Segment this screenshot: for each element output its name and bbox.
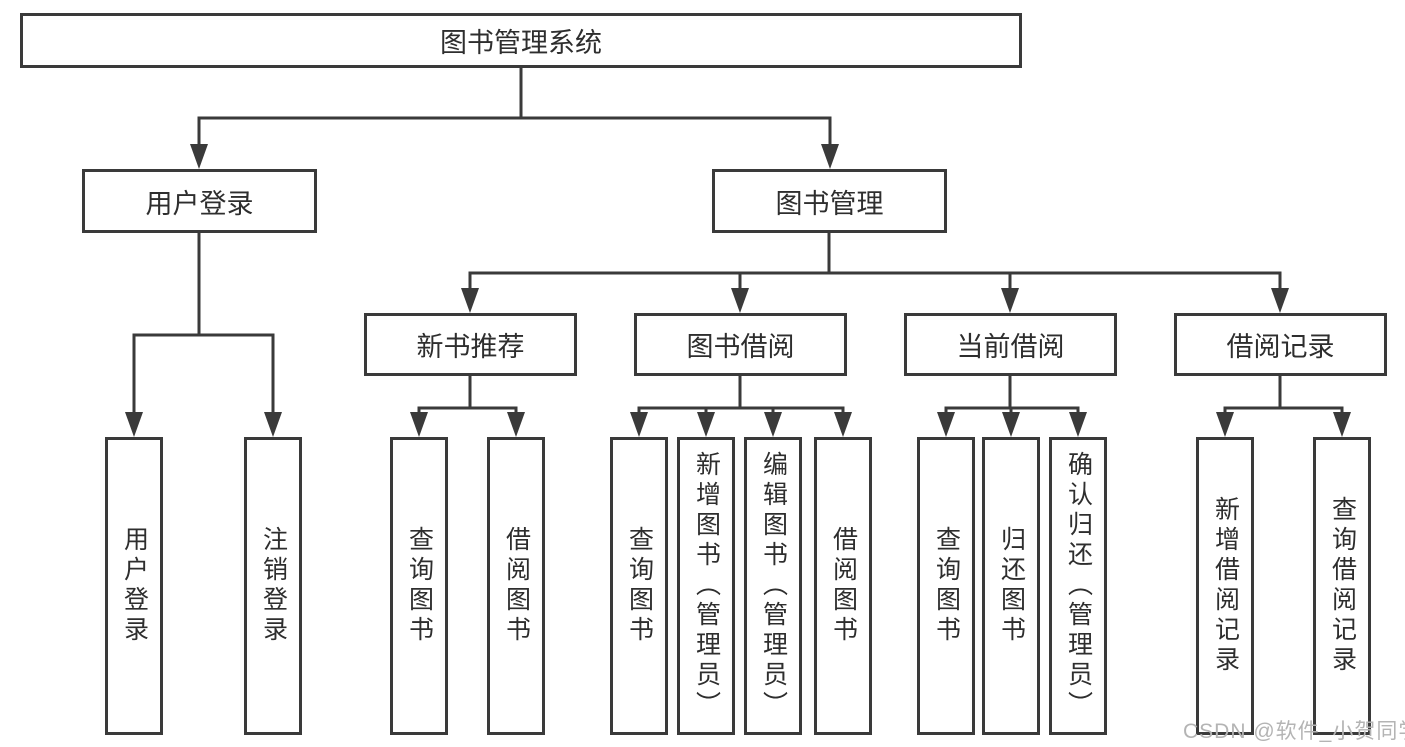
node-user-login: 用户登录 — [82, 169, 317, 233]
leaf-borrowing-add-books-admin: 新增图书（管理员） — [677, 437, 735, 735]
leaf-records-query-record: 查询借阅记录 — [1313, 437, 1371, 735]
csdn-watermark: CSDN @软件_小贺同学 — [1183, 720, 1405, 743]
leaf-logout: 注销登录 — [244, 437, 302, 735]
node-book-management: 图书管理 — [712, 169, 947, 233]
leaf-recommend-query-books: 查询图书 — [390, 437, 448, 735]
leaf-borrowing-borrow-books: 借阅图书 — [814, 437, 872, 735]
leaf-current-query-books: 查询图书 — [917, 437, 975, 735]
leaf-current-return-books: 归还图书 — [982, 437, 1040, 735]
leaf-borrowing-edit-books-admin: 编辑图书（管理员） — [744, 437, 802, 735]
node-book-borrowing: 图书借阅 — [634, 313, 847, 376]
node-borrowing-records: 借阅记录 — [1174, 313, 1387, 376]
leaf-recommend-borrow-books: 借阅图书 — [487, 437, 545, 735]
leaf-current-confirm-return-admin: 确认归还（管理员） — [1049, 437, 1107, 735]
leaf-records-add-record: 新增借阅记录 — [1196, 437, 1254, 735]
leaf-user-login: 用户登录 — [105, 437, 163, 735]
node-library-system: 图书管理系统 — [20, 13, 1022, 68]
node-current-borrowing: 当前借阅 — [904, 313, 1117, 376]
leaf-borrowing-query-books: 查询图书 — [610, 437, 668, 735]
arrowheads — [125, 144, 1351, 437]
node-new-book-recommend: 新书推荐 — [364, 313, 577, 376]
